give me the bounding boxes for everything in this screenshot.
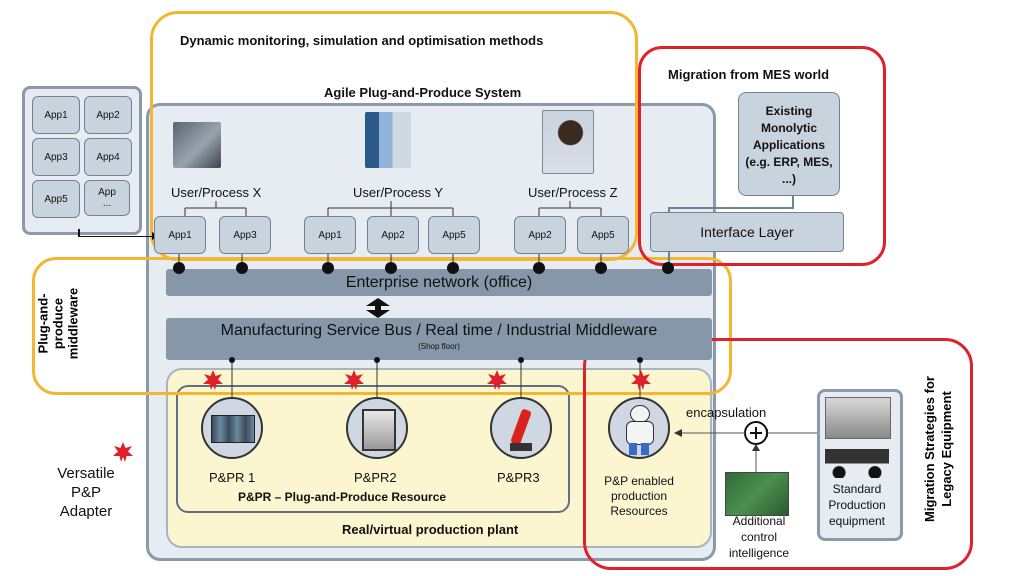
app-panel-connector — [78, 229, 80, 237]
app-panel-item[interactable]: App ... — [84, 180, 130, 216]
production-plant-label: Real/virtual production plant — [342, 522, 519, 537]
connection-dot — [447, 262, 459, 274]
interface-layer-box: Interface Layer — [650, 212, 844, 252]
ppr3-resource-icon[interactable] — [490, 397, 552, 459]
ppr-group-label: P&PR – Plug-and-Produce Resource — [238, 490, 447, 504]
user-app-item[interactable]: App3 — [219, 216, 271, 254]
app-panel-item[interactable]: App1 — [32, 96, 80, 134]
adapter-legend-label: Versatile P&P Adapter — [57, 465, 115, 520]
ppr2-resource-icon[interactable] — [346, 397, 408, 459]
user-process-label: User/Process X — [171, 185, 262, 200]
manufacturing-service-bus: Manufacturing Service Bus / Real time / … — [166, 318, 712, 360]
enterprise-network-bar: Enterprise network (office) — [166, 269, 712, 296]
existing-applications-box: Existing Monolytic Applications (e.g. ER… — [738, 92, 840, 196]
dynamic-monitoring-title: Dynamic monitoring, simulation and optim… — [180, 33, 544, 48]
connection-dot — [595, 262, 607, 274]
connection-dot — [662, 262, 674, 274]
connection-dot — [236, 262, 248, 274]
vintage-car-photo — [825, 442, 889, 478]
connection-dot — [385, 262, 397, 274]
user-process-label: User/Process Z — [528, 185, 618, 200]
connector-line — [792, 196, 794, 208]
interface-layer-label: Interface Layer — [700, 224, 794, 240]
user-app-item[interactable]: App5 — [577, 216, 629, 254]
ppr1-resource-icon[interactable] — [201, 397, 263, 459]
resource-label: P&PR3 — [497, 470, 540, 485]
mes-migration-title: Migration from MES world — [668, 67, 830, 82]
encapsulation-label: encapsulation — [686, 405, 767, 420]
resource-label: P&PR2 — [354, 470, 397, 485]
control-board-photo — [725, 472, 789, 516]
app-panel-item[interactable]: App2 — [84, 96, 132, 134]
bus-link-dot — [229, 357, 235, 363]
production-plant-area — [166, 368, 712, 548]
additional-control-label: Additional control intelligence — [728, 514, 790, 560]
msb-label: Manufacturing Service Bus / Real time / … — [220, 322, 658, 339]
user-app-item[interactable]: App1 — [304, 216, 356, 254]
app-panel-connector — [78, 236, 154, 237]
bus-link-dot — [374, 357, 380, 363]
adapter-star-icon — [344, 370, 364, 390]
app-panel-item[interactable]: App5 — [32, 180, 80, 218]
mes-migration-frame — [638, 46, 886, 266]
shop-floor-label: (Shop floor) — [418, 342, 460, 351]
standard-equipment-label: Standard Production equipment — [828, 482, 886, 528]
user-app-item[interactable]: App1 — [154, 216, 206, 254]
user-process-label: User/Process Y — [353, 185, 444, 200]
agile-system-title: Agile Plug-and-Produce System — [324, 85, 522, 100]
encapsulation-flow — [674, 421, 818, 476]
adapter-star-icon — [631, 370, 651, 390]
adapter-legend-star-icon — [113, 442, 133, 462]
user-app-item[interactable]: App2 — [514, 216, 566, 254]
resource-label: P&PR 1 — [209, 470, 256, 485]
app-panel-item[interactable]: App3 — [32, 138, 80, 176]
bus-link-dot — [518, 357, 524, 363]
ppr-group-box — [176, 385, 570, 513]
app-panel-item[interactable]: App4 — [84, 138, 132, 176]
user-app-tree — [178, 201, 602, 268]
adapter-star-icon — [487, 370, 507, 390]
user-y-photo — [365, 112, 411, 168]
user-z-photo — [542, 110, 594, 174]
pp-enabled-label: P&P enabled production Resources — [604, 474, 674, 518]
middleware-frame — [32, 257, 732, 395]
user-x-photo — [173, 122, 221, 168]
factory-photo — [825, 397, 891, 439]
bus-resource-links — [231, 360, 641, 398]
user-app-item[interactable]: App5 — [428, 216, 480, 254]
adapter-star-icon — [203, 370, 223, 390]
bus-link-arrow-icon — [366, 298, 390, 318]
legacy-migration-frame — [583, 338, 973, 570]
enterprise-network-label: Enterprise network (office) — [345, 274, 533, 291]
connector-line — [668, 207, 794, 209]
connection-dot — [322, 262, 334, 274]
legacy-migration-label: Migration Strategies for Legacy Equipmen… — [922, 376, 954, 522]
connection-dot — [173, 262, 185, 274]
bus-link-dot — [637, 357, 643, 363]
user-app-item[interactable]: App2 — [367, 216, 419, 254]
connection-dot — [533, 262, 545, 274]
pp-enabled-robot-icon[interactable] — [608, 397, 670, 459]
